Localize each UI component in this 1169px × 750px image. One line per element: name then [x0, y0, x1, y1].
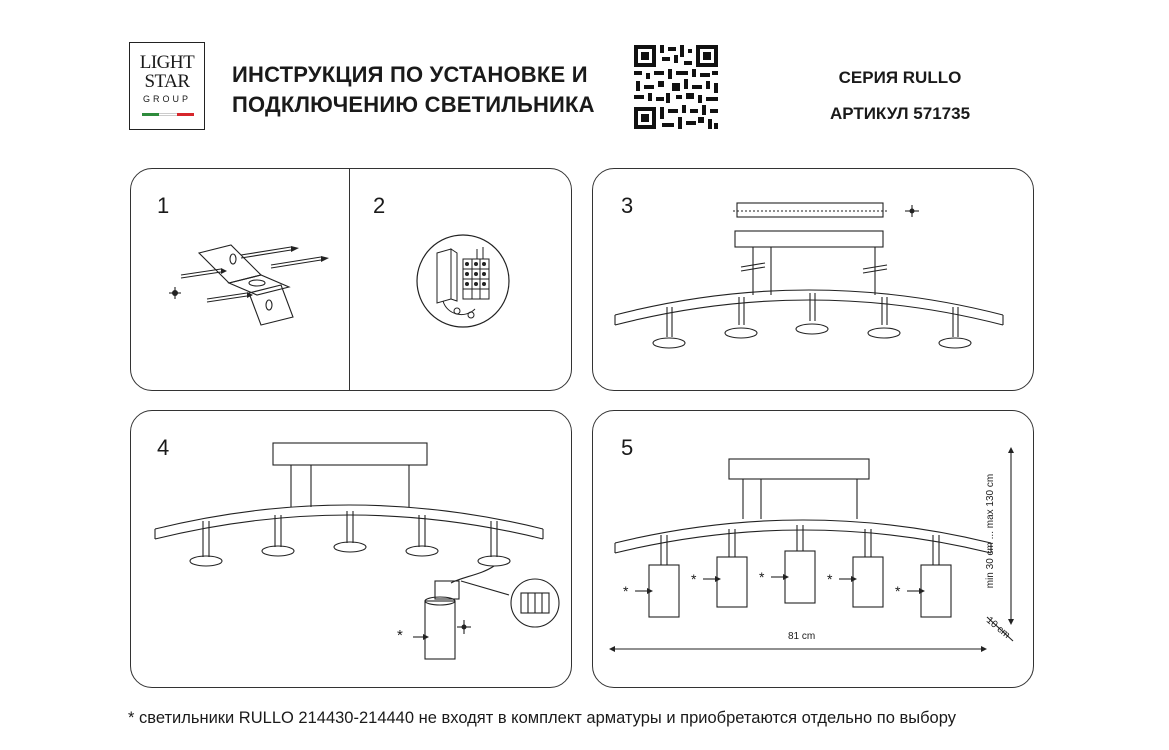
optional-lamp-marker-5: * [895, 583, 901, 599]
step-number-3: 3 [621, 193, 634, 218]
mounting-bracket-illustration [169, 244, 329, 326]
terminal-block-illustration [416, 234, 510, 328]
height-dimension-label: min 30 cm ... max 130 cm [985, 473, 996, 589]
article-number: АРТИКУЛ 571735 [829, 104, 971, 123]
panel-step-4: 4 * [130, 410, 572, 688]
fixture-mounting-illustration [614, 202, 1004, 349]
qr-code-icon [632, 43, 720, 131]
brand-logo: LIGHT STAR GROUP [129, 42, 205, 130]
step-number-2: 2 [373, 193, 386, 218]
italian-flag-stripe [142, 113, 194, 116]
logo-text-group: GROUP [142, 94, 191, 104]
height-label-anchor: min 30 cm ... max 130 cm [985, 474, 996, 588]
panel-step-3: 3 [592, 168, 1034, 391]
width-dimension-label: 81 cm [788, 631, 816, 642]
series-name: СЕРИЯ RULLO [838, 68, 962, 87]
step-number-1: 1 [157, 193, 170, 218]
optional-lamp-marker-2: * [691, 571, 697, 587]
product-info: СЕРИЯ RULLO АРТИКУЛ 571735 [810, 60, 990, 132]
step-number-5: 5 [621, 435, 634, 460]
optional-lamp-marker-3: * [759, 569, 765, 585]
logo-text-star: STAR [144, 71, 190, 92]
panel-steps-1-2: 1 2 [130, 168, 572, 391]
optional-lamp-marker-1: * [623, 583, 629, 599]
title-line-2: ПОДКЛЮЧЕНИЮ СВЕТИЛЬНИКА [232, 92, 595, 117]
lamp-connection-illustration [154, 442, 560, 660]
installed-fixture-dimensions-illustration [609, 447, 1014, 652]
optional-lamp-marker: * [397, 627, 403, 644]
footnote: * светильники RULLO 214430-214440 не вхо… [128, 709, 956, 727]
panel-divider [349, 169, 350, 390]
title-line-1: ИНСТРУКЦИЯ ПО УСТАНОВКЕ И [232, 62, 588, 87]
panel-step-5: 5 * [592, 410, 1034, 688]
document-title: ИНСТРУКЦИЯ ПО УСТАНОВКЕ И ПОДКЛЮЧЕНИЮ СВ… [232, 60, 595, 120]
logo-text-light: LIGHT [139, 52, 195, 73]
step-number-4: 4 [157, 435, 170, 460]
optional-lamp-marker-4: * [827, 571, 833, 587]
